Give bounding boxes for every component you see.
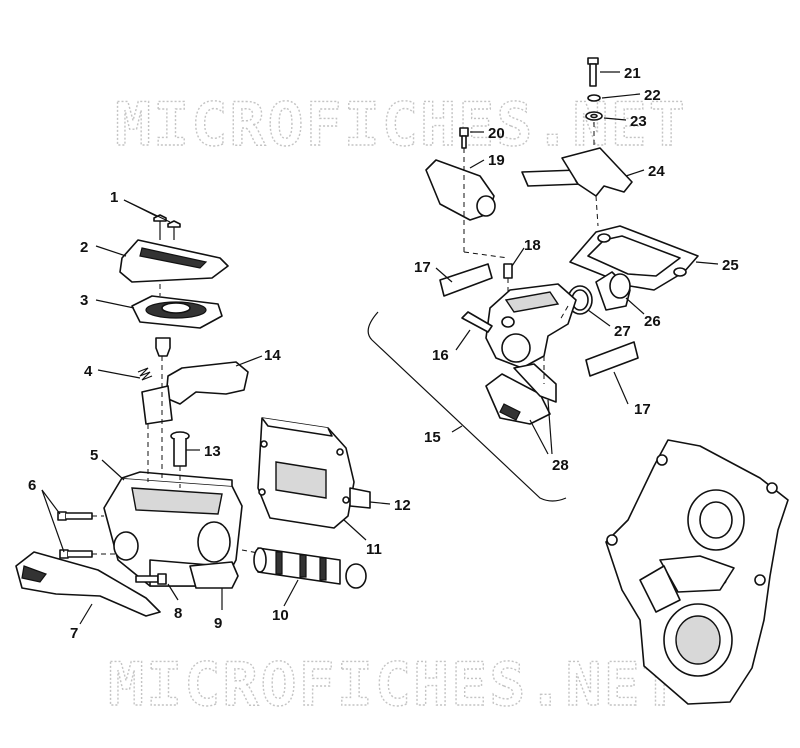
part-6-bolts [57,511,93,559]
part-16-pin [461,311,493,333]
part-4-spring [137,367,153,381]
part-17-pad-lower [585,341,639,377]
part-17-pad-upper [439,263,493,297]
callout-10: 10 [272,607,289,624]
callout-7: 7 [70,625,78,642]
callout-24: 24 [648,163,665,180]
callout-11: 11 [366,541,382,558]
callout-labels: 1 2 3 4 5 6 7 8 9 10 11 12 13 14 15 16 1… [28,65,739,642]
callout-9: 9 [214,615,222,632]
part-18-bolt [503,263,513,279]
callout-20: 20 [488,125,505,142]
part-22-washer [587,94,601,102]
part-26-piston [595,271,631,311]
part-9-clamp [189,561,239,589]
part-11-housing [257,417,371,529]
part-8-pivot-bolt [135,573,167,585]
part-25-bracket [569,225,699,291]
callout-17b: 17 [634,401,651,418]
callout-28: 28 [552,457,569,474]
callout-23: 23 [630,113,647,130]
part-13-pin [170,431,190,467]
part-5-master-cylinder [103,471,243,587]
watermark-bottom: MICROFICHES.NET [108,650,680,720]
part-14-lever [141,361,249,425]
callout-25: 25 [722,257,739,274]
part-3-diaphragm [131,295,223,329]
part-28-pads [485,363,557,425]
callout-3: 3 [80,292,88,309]
callout-18: 18 [524,237,541,254]
callout-19: 19 [488,152,505,169]
part-20-bleeder [459,127,469,149]
part-24-shield [521,147,633,197]
part-23-washer [585,111,603,121]
part-7-brake-lever [15,551,161,617]
part-crankcase [605,439,789,705]
callout-17a: 17 [414,259,431,276]
callout-4: 4 [84,363,93,380]
callout-22: 22 [644,87,661,104]
part-10-sleeve [253,547,367,589]
callout-8: 8 [174,605,182,622]
callout-2: 2 [80,239,88,256]
alignment-lines-right [463,148,599,384]
callout-27: 27 [614,323,631,340]
callout-12: 12 [394,497,411,514]
part-piston [155,337,171,357]
part-19-connector [425,159,496,221]
part-21-bolt [587,57,599,87]
callout-21: 21 [624,65,641,82]
group-bracket-15 [367,311,567,502]
part-2-cover [119,239,229,283]
callout-5: 5 [90,447,98,464]
callout-16: 16 [432,347,449,364]
callout-15: 15 [424,429,441,446]
part-caliper-body [485,283,577,369]
part-1-screws [153,214,181,240]
callout-13: 13 [204,443,221,460]
callout-1: 1 [110,189,118,206]
callout-6: 6 [28,477,36,494]
callout-26: 26 [644,313,661,330]
alignment-lines-left [92,284,259,555]
callout-14: 14 [264,347,281,364]
leader-lines [41,71,719,625]
